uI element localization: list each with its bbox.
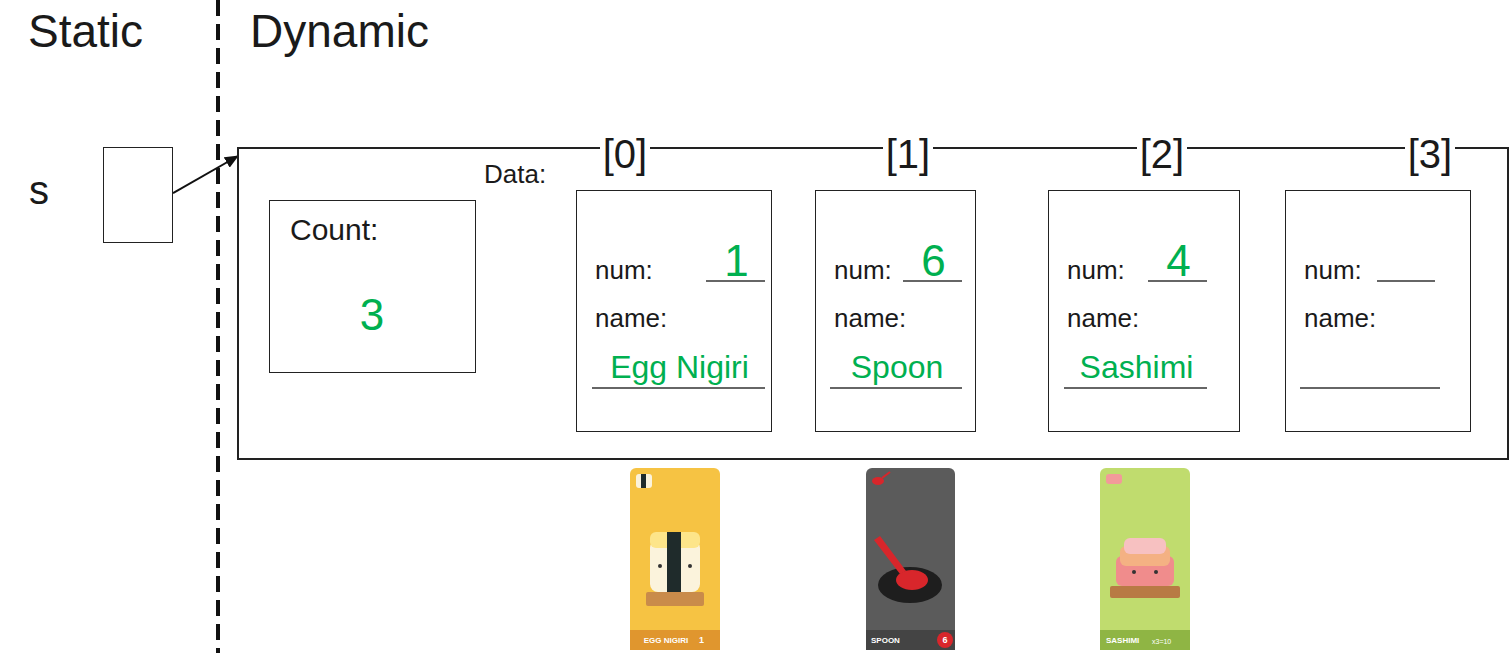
card-face (866, 468, 955, 650)
array-cell-box: num: name: (1285, 190, 1471, 432)
count-field-box: Count: 3 (269, 200, 476, 373)
node-text: Spoon (851, 351, 944, 383)
array-index: [3] (1405, 134, 1455, 174)
array-index: [2] (1137, 134, 1187, 174)
spoon-handle (874, 536, 906, 574)
card-caption: EGG NIGIRI (644, 637, 688, 645)
node-text: Data: (484, 161, 546, 187)
nori-band (667, 532, 681, 592)
node-text: name: (1067, 305, 1139, 331)
card-caption: x3=10 (1152, 638, 1171, 645)
dish (878, 567, 942, 603)
node-text: 4 (1166, 239, 1190, 283)
node-text: Sashimi (1080, 351, 1194, 383)
node-text: name: (1304, 305, 1376, 331)
node-text: num: (595, 257, 653, 283)
node-text: num: (834, 257, 892, 283)
card-face (630, 468, 720, 650)
array-cell-box: num: 4 name: Sashimi (1048, 190, 1240, 432)
node-text: Count: (290, 215, 378, 245)
card-icon (882, 472, 890, 478)
pointer-variable-box: s (103, 147, 173, 243)
static-dynamic-divider (216, 0, 220, 653)
card-number-circle (937, 632, 953, 648)
node-text: name: (595, 305, 667, 331)
card-band (630, 630, 720, 650)
face-eye (1154, 570, 1158, 574)
pointer-arrow (173, 156, 238, 193)
node-text: s (29, 170, 49, 210)
fish-slice (1124, 538, 1166, 554)
wooden-tray (1110, 586, 1180, 598)
node-text: num: (1304, 257, 1362, 283)
node-text: Egg Nigiri (610, 351, 749, 383)
array-cell-box: num: 6 name: Spoon (815, 190, 976, 432)
wooden-stand (646, 592, 704, 606)
card-caption: SASHIMI (1106, 637, 1139, 645)
blank-underlines (592, 281, 1440, 388)
underline (592, 387, 765, 389)
card-band (866, 630, 955, 650)
face-eye (1132, 570, 1136, 574)
region-heading: Static (28, 8, 143, 54)
underline (1064, 387, 1207, 389)
dynamic-struct-box: Data: Count: 3 num: 1 name: Egg Nigiri num: 6 nam… (237, 147, 1509, 460)
face-eye (688, 564, 692, 568)
node-text: 1 (724, 239, 748, 283)
node-text: num: (1067, 257, 1125, 283)
underline (1377, 280, 1435, 282)
card-icon (1106, 474, 1122, 484)
egg-nigiri-card (630, 468, 720, 650)
underline (1300, 387, 1440, 389)
spoon-card (866, 468, 955, 650)
array-index: [1] (883, 134, 933, 174)
face-eye (658, 564, 662, 568)
card-caption: 1 (699, 636, 704, 645)
card-icon (641, 474, 646, 488)
node-text: 3 (360, 293, 384, 337)
underline (830, 387, 962, 389)
card-caption: 6 (942, 636, 947, 645)
region-heading: Dynamic (250, 8, 429, 54)
node-text: 6 (921, 239, 945, 283)
sashimi-card (1100, 468, 1190, 650)
card-icon (636, 474, 652, 488)
card-caption: SPOON (871, 637, 900, 645)
card-face (1100, 468, 1190, 650)
array-cell-box: num: 1 name: Egg Nigiri (576, 190, 772, 432)
array-index: [0] (600, 134, 650, 174)
node-text: name: (834, 305, 906, 331)
card-band (1100, 630, 1190, 650)
